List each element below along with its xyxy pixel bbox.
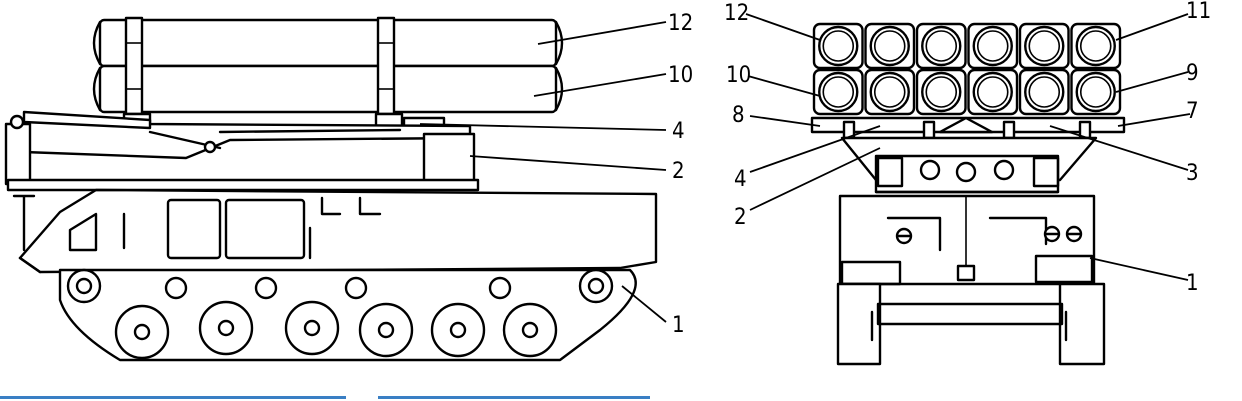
- side-elevating-boom: [4, 110, 472, 186]
- rear-launch-tubes: [812, 22, 1122, 116]
- rear-tube-outer-ring: [869, 25, 910, 67]
- rear-tube-outer-ring: [818, 71, 859, 113]
- rear-tube-inner-ring: [925, 76, 958, 108]
- rear-callout-2: 2: [734, 205, 747, 230]
- rear-tube-outer-ring: [1024, 71, 1065, 113]
- bottom-bar-left: [0, 396, 346, 399]
- rear-tracks: [836, 282, 1106, 366]
- rear-tube-inner-ring: [1028, 30, 1061, 62]
- rear-tube-outer-ring: [1075, 25, 1116, 67]
- side-view: 12 10 4 2 1: [4, 11, 693, 362]
- rear-tube-outer-ring: [921, 71, 962, 113]
- rear-hull: [838, 194, 1096, 286]
- side-track: [58, 268, 637, 362]
- rear-tube-cell: [812, 68, 864, 116]
- rear-callout-7: 7: [1186, 99, 1199, 124]
- rear-tube-inner-ring: [976, 30, 1009, 62]
- rear-tube-cell: [967, 68, 1019, 116]
- rear-tube-cell: [812, 22, 864, 70]
- side-callout-4: 4: [672, 119, 685, 144]
- side-hull: [6, 178, 658, 274]
- rear-tube-inner-ring: [976, 76, 1009, 108]
- side-launch-tubes: [92, 16, 564, 116]
- rear-tube-outer-ring: [869, 71, 910, 113]
- rear-tube-cell: [1070, 68, 1122, 116]
- rear-callout-4: 4: [734, 167, 747, 192]
- side-road-wheels: [114, 300, 558, 360]
- side-callout-1: 1: [672, 313, 685, 338]
- rear-tube-outer-ring: [818, 25, 859, 67]
- rear-callout-10: 10: [726, 63, 751, 88]
- rear-callout-1: 1: [1186, 271, 1199, 296]
- rear-tube-cell: [1070, 22, 1122, 70]
- rear-tube-inner-ring: [822, 76, 855, 108]
- rear-callout-9: 9: [1186, 61, 1199, 86]
- rear-tube-cell: [864, 22, 916, 70]
- rear-tube-inner-ring: [873, 76, 906, 108]
- rear-callout-8: 8: [732, 103, 745, 128]
- rear-tube-inner-ring: [873, 30, 906, 62]
- side-callout-10: 10: [668, 63, 693, 88]
- rear-tube-cell: [1018, 22, 1070, 70]
- rear-turntable: [874, 154, 1060, 194]
- side-callout-12: 12: [668, 11, 693, 36]
- rear-tube-inner-ring: [925, 30, 958, 62]
- rear-tube-inner-ring: [822, 30, 855, 62]
- rear-tube-inner-ring: [1079, 30, 1112, 62]
- bottom-bar-middle: [378, 396, 650, 399]
- rear-callout-11: 11: [1186, 0, 1211, 24]
- rear-callout-12: 12: [724, 1, 749, 26]
- rear-tube-outer-ring: [972, 71, 1013, 113]
- side-equipment-box: [422, 132, 476, 186]
- rear-tube-outer-ring: [921, 25, 962, 67]
- rear-tube-outer-ring: [1075, 71, 1116, 113]
- rear-view: 12 11 10 9 8 7 4 3 2 1: [724, 0, 1211, 366]
- rear-tube-cell: [1018, 68, 1070, 116]
- rear-tube-outer-ring: [1024, 25, 1065, 67]
- rear-tube-cell: [915, 22, 967, 70]
- rear-tube-outer-ring: [972, 25, 1013, 67]
- rear-tube-inner-ring: [1079, 76, 1112, 108]
- rear-tube-cell: [915, 68, 967, 116]
- rear-tube-cell: [864, 68, 916, 116]
- side-callout-2: 2: [672, 159, 685, 184]
- rear-callout-3: 3: [1186, 161, 1199, 186]
- rear-tube-cell: [967, 22, 1019, 70]
- rear-tube-inner-ring: [1028, 76, 1061, 108]
